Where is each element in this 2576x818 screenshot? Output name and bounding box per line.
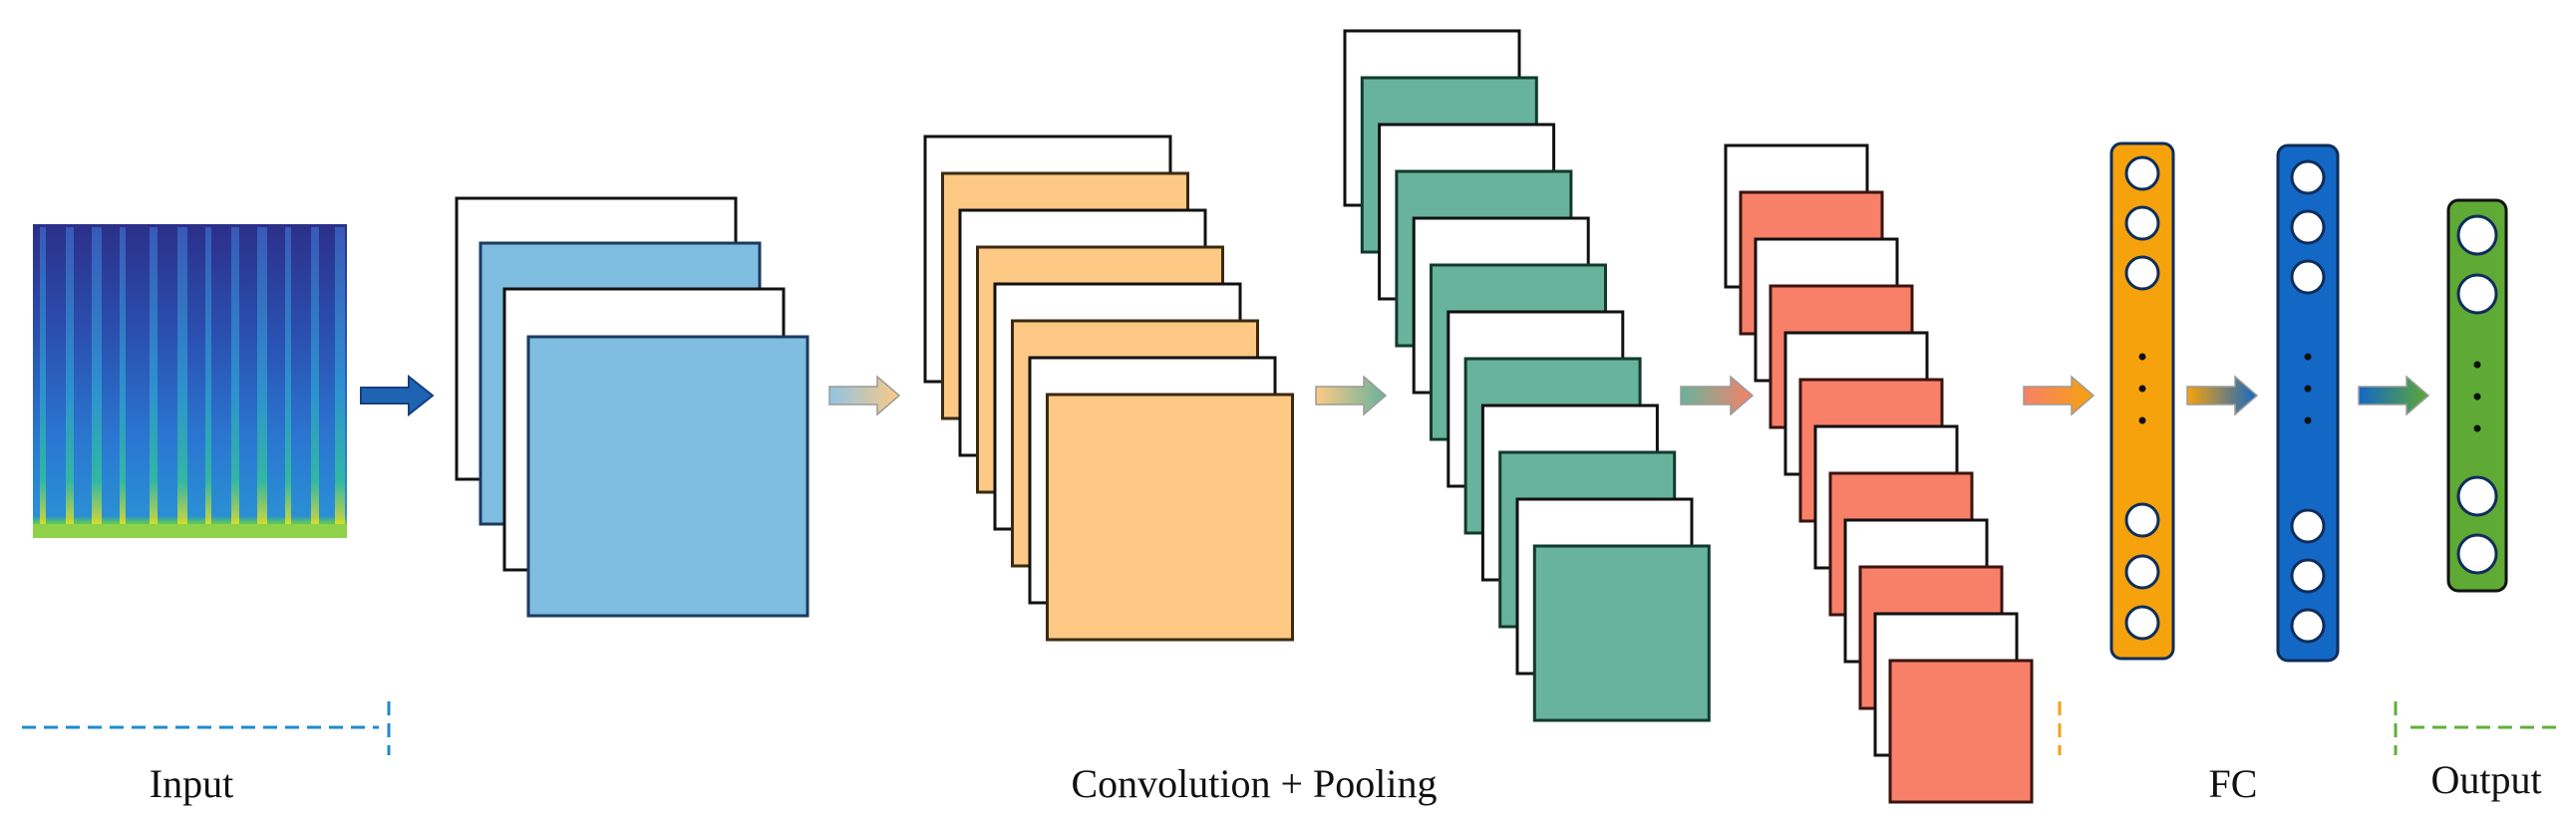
spectrogram-stripe [120,227,126,526]
spectrogram-stripe [92,227,102,526]
neuron-node [2290,209,2326,245]
ellipsis-dot [2473,424,2481,432]
ellipsis-dot [2138,353,2146,361]
neuron-node [2290,508,2326,544]
neuron-node [2124,502,2160,538]
stage-label-output: Output [2430,757,2541,802]
neuron-node [2124,255,2160,291]
neuron-node [2456,475,2498,517]
stage-label-input: Input [150,761,233,806]
feature-map [1532,544,1711,722]
spectrogram-stripe [40,227,46,526]
ellipsis-dot [2304,416,2312,424]
feature-map [1888,659,2034,804]
neuron-node [2290,259,2326,295]
ellipsis-dot [2138,385,2146,393]
fc-layer-2 [2276,143,2340,663]
stage-divider-lines [22,701,2562,755]
arrow-conv2-to-conv3 [1315,375,1388,416]
neuron-node [2124,155,2160,191]
neuron-node [2290,608,2326,644]
stage-label-fc: FC [2209,761,2258,806]
output-layer [2446,198,2508,593]
spectrogram-stripe [257,227,267,526]
neuron-node [2124,205,2160,241]
arrow-input-to-conv [360,374,435,417]
neuron-node [2456,273,2498,315]
neuron-node [2124,605,2160,641]
feature-map-stack-4 [1724,143,2034,804]
stage-label-conv-pool: Convolution + Pooling [1071,761,1437,806]
arrow-conv3-to-conv4 [1680,375,1755,416]
spectrogram-base [33,524,347,538]
neuron-node [2124,554,2160,590]
spectrogram-stripe [205,227,211,526]
feature-map-stack-1 [455,196,809,618]
feature-map-stack-2 [923,135,1294,642]
spectrogram-stripe [231,227,239,526]
spectrogram-stripe [285,227,291,526]
neuron-node [2456,533,2498,575]
feature-map [1046,393,1294,642]
arrow-conv4-to-fc1 [2023,375,2095,416]
arrow-conv1-to-conv2 [828,375,901,416]
input-spectrogram [33,224,347,538]
neuron-node [2456,214,2498,256]
fc-layer-1 [2109,141,2175,661]
spectrogram-stripe [66,227,74,526]
neuron-node [2290,558,2326,594]
spectrogram-stripe [150,227,158,526]
feature-map-stack-3 [1343,29,1711,722]
ellipsis-dot [2304,353,2312,361]
ellipsis-dot [2473,393,2481,401]
spectrogram-stripe [311,227,319,526]
ellipsis-dot [2304,385,2312,393]
arrow-fc1-to-fc2 [2186,375,2259,416]
ellipsis-dot [2473,361,2481,369]
ellipsis-dot [2138,416,2146,424]
spectrogram-stripe [335,227,345,526]
neuron-node [2290,159,2326,195]
spectrogram-stripe [177,227,187,526]
arrow-fc2-to-output [2358,375,2430,416]
